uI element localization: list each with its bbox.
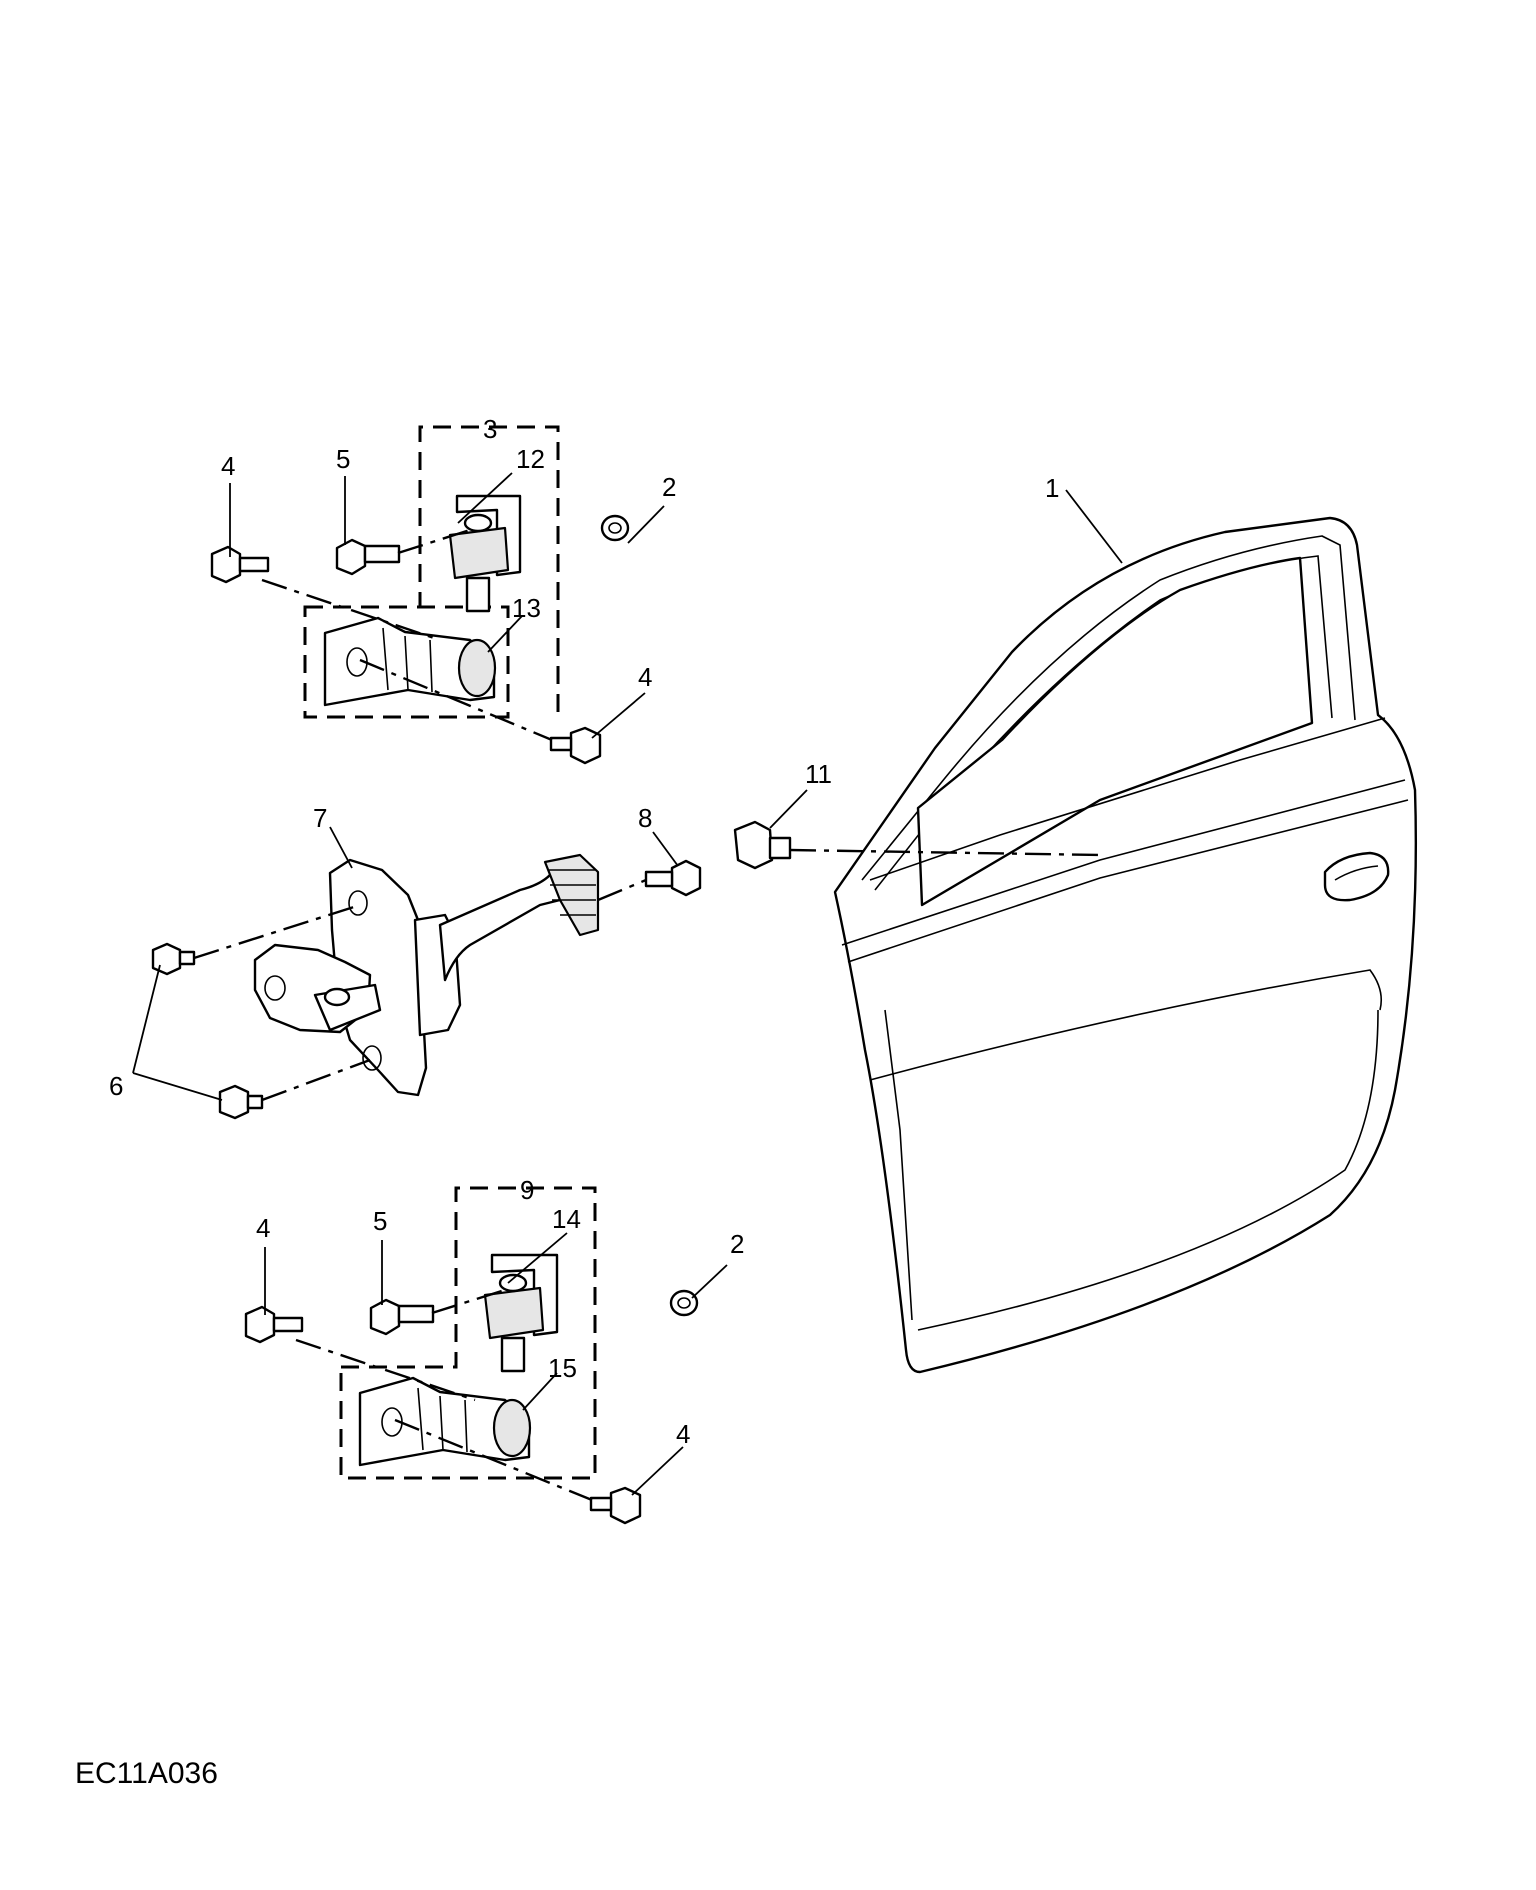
lower-hinge-bolt-4-left	[244, 1305, 304, 1344]
callout-3: 3	[483, 414, 497, 444]
callout-14: 14	[552, 1204, 581, 1234]
callout-4-lower-left: 4	[256, 1213, 270, 1243]
callout-6: 6	[109, 1071, 123, 1101]
lower-hinge-door-half	[483, 1253, 559, 1373]
callout-5-lower: 5	[373, 1206, 387, 1236]
callout-labels: 1 2 3 12 4 5 13 4 11 7 8 6 9 14 4 5 2 15…	[109, 414, 1059, 1449]
check-strap-bolt-8	[644, 859, 702, 897]
upper-hinge-bolt-4-right	[549, 726, 602, 765]
callout-2-lower: 2	[730, 1229, 744, 1259]
upper-hinge-bolt-4-left	[210, 545, 270, 584]
lower-hinge-bolt-4-right	[589, 1486, 642, 1525]
callout-4-lower-right: 4	[676, 1419, 690, 1449]
callout-4-upper-left: 4	[221, 451, 235, 481]
callout-5-upper: 5	[336, 444, 350, 474]
check-strap-bolt-6-lower	[218, 1084, 264, 1120]
upper-hinge-door-half	[448, 494, 522, 613]
callout-12: 12	[516, 444, 545, 474]
door-check-strap	[253, 853, 600, 1097]
upper-hinge-bolt-5	[335, 538, 401, 576]
callout-11: 11	[805, 759, 832, 789]
lower-hinge-body-half	[358, 1376, 532, 1467]
door-check-nut-11	[733, 820, 792, 870]
clip-upper	[600, 514, 630, 542]
lower-hinge-bolt-5	[369, 1298, 435, 1336]
lower-hinge-assembly	[244, 1186, 642, 1525]
upper-hinge-body-half	[323, 616, 497, 707]
upper-hinge-assembly	[210, 425, 602, 765]
callout-15: 15	[548, 1353, 577, 1383]
callout-1: 1	[1045, 473, 1059, 503]
callout-2-upper: 2	[662, 472, 676, 502]
callout-9: 9	[520, 1175, 534, 1205]
callout-8: 8	[638, 803, 652, 833]
clip-lower	[669, 1289, 699, 1317]
callout-4-upper-right: 4	[638, 662, 652, 692]
leader-lines	[132, 472, 1123, 1496]
door-shell	[833, 516, 1418, 1374]
callout-7: 7	[313, 803, 327, 833]
callout-13: 13	[512, 593, 541, 623]
figure-reference-code: EC11A036	[75, 1757, 218, 1790]
